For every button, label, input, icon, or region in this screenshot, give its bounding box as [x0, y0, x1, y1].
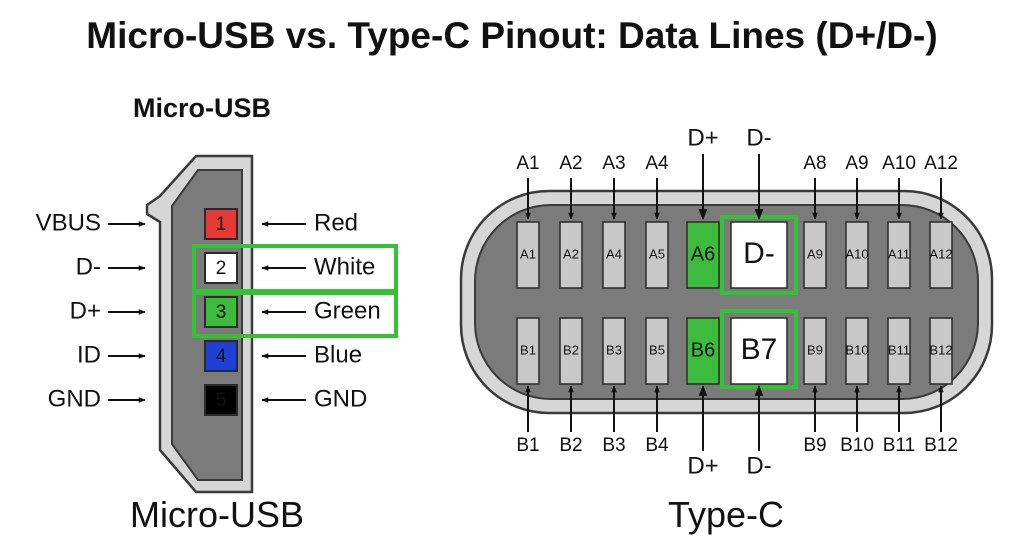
type-c-pin-label: A6 — [691, 243, 715, 265]
micro-signal-label: D+ — [70, 297, 101, 324]
type-c-caption: Type-C — [668, 494, 784, 535]
type-c-outer-label: B1 — [516, 435, 539, 456]
type-c-pin-label: B3 — [606, 342, 622, 357]
type-c-outer-label: B12 — [924, 435, 958, 456]
type-c-pin-B6 — [686, 317, 720, 385]
type-c-pin-A1 — [516, 221, 540, 289]
micro-wire-color-label: Red — [314, 209, 358, 236]
type-c-pin-label: A4 — [606, 246, 622, 261]
micro-wire-color-label: GND — [314, 385, 367, 412]
micro-pin-number: 2 — [216, 258, 227, 279]
type-c-pin-label: B2 — [563, 342, 579, 357]
type-c-pin-A2 — [559, 221, 583, 289]
type-c-outer-label: A2 — [559, 153, 582, 174]
type-c-pin-label: A10 — [845, 246, 868, 261]
type-c-pin-label: D- — [743, 237, 775, 270]
type-c-pin-A6 — [686, 221, 720, 289]
type-c-outer-label: A12 — [924, 153, 958, 174]
type-c-pin-label: A11 — [888, 246, 910, 261]
type-c-pin-B11 — [887, 317, 911, 385]
highlight-box-d-plus — [192, 291, 398, 338]
micro-pin-number: 1 — [216, 214, 227, 235]
type-c-pin-A10 — [845, 221, 869, 289]
micro-signal-label: ID — [77, 341, 101, 368]
type-c-pin-label: B10 — [845, 342, 868, 357]
micro-pin-1 — [204, 208, 238, 240]
type-c-data-label-bottom: D- — [746, 452, 771, 479]
type-c-pin-label: A2 — [563, 246, 579, 261]
type-c-pin-B10 — [845, 317, 869, 385]
type-c-outer-label: B9 — [803, 435, 826, 456]
micro-wire-color-label: Green — [314, 297, 381, 324]
type-c-pin-B9 — [803, 317, 827, 385]
micro-pin-5 — [204, 384, 238, 416]
type-c-pin-label: B5 — [649, 342, 665, 357]
page-title: Micro-USB vs. Type-C Pinout: Data Lines … — [86, 15, 937, 56]
type-c-outer-label: B10 — [840, 435, 874, 456]
type-c-data-label-top: D- — [746, 124, 771, 151]
type-c-pin-B2 — [559, 317, 583, 385]
type-c-data-label-bottom: D+ — [687, 452, 718, 479]
type-c-pin-label: B9 — [807, 342, 823, 357]
type-c-pin-A11 — [887, 221, 911, 289]
micro-pin-4 — [204, 340, 238, 372]
type-c-pin-label: B11 — [888, 342, 910, 357]
micro-pin-number: 5 — [216, 390, 227, 411]
micro-wire-color-label: Blue — [314, 341, 362, 368]
micro-usb-signal-labels: VBUS D- D+ ID GND — [36, 209, 146, 412]
micro-signal-label: GND — [48, 385, 101, 412]
type-c-pin-A9 — [803, 221, 827, 289]
type-c-outer-label: A1 — [516, 153, 539, 174]
type-c-pin-label: B6 — [691, 339, 715, 361]
type-c-pin-B3 — [602, 317, 626, 385]
type-c-outer-label: B4 — [645, 435, 669, 456]
type-c-pin-A4 — [602, 221, 626, 289]
micro-usb-pins: 1 2 3 4 5 — [204, 208, 238, 416]
type-c-pin-label: A1 — [520, 246, 536, 261]
type-c-pin-label: A5 — [649, 246, 665, 261]
micro-wire-color-label: White — [314, 253, 375, 280]
micro-pin-number: 4 — [216, 346, 227, 367]
type-c-outer-label: A10 — [882, 153, 916, 174]
type-c-pin-label: A12 — [929, 246, 952, 261]
type-c-pin-B1 — [516, 317, 540, 385]
type-c-data-label-top: D+ — [687, 124, 718, 151]
type-c-pin-B7 — [730, 317, 788, 385]
type-c-pin-A12 — [929, 221, 953, 289]
type-c-pin-label: A9 — [807, 246, 823, 261]
type-c-outer-label: B3 — [602, 435, 625, 456]
micro-pin-number: 3 — [216, 302, 227, 323]
micro-usb-caption: Micro-USB — [130, 494, 304, 535]
type-c-outer-label: B11 — [883, 435, 915, 456]
micro-signal-label: D- — [76, 253, 101, 280]
micro-signal-label: VBUS — [36, 209, 101, 236]
type-c-outer-label: B2 — [559, 435, 582, 456]
type-c-data-line-labels: D+ D- D+ D- — [687, 124, 771, 479]
type-c-pin-D- — [730, 221, 788, 289]
type-c-outer-label: A4 — [645, 153, 669, 174]
type-c-pin-label: B1 — [520, 342, 536, 357]
micro-pin-2 — [204, 252, 238, 284]
micro-usb-heading: Micro-USB — [133, 93, 271, 123]
type-c-pin-B12 — [929, 317, 953, 385]
type-c-outer-label: A8 — [803, 153, 826, 174]
type-c-outer-label: A9 — [845, 153, 868, 174]
type-c-pin-B5 — [645, 317, 669, 385]
type-c-outer-label: A3 — [602, 153, 625, 174]
type-c-pin-label: B12 — [929, 342, 952, 357]
type-c-pin-label: B7 — [741, 333, 778, 366]
micro-pin-3 — [204, 296, 238, 328]
type-c-pin-A5 — [645, 221, 669, 289]
